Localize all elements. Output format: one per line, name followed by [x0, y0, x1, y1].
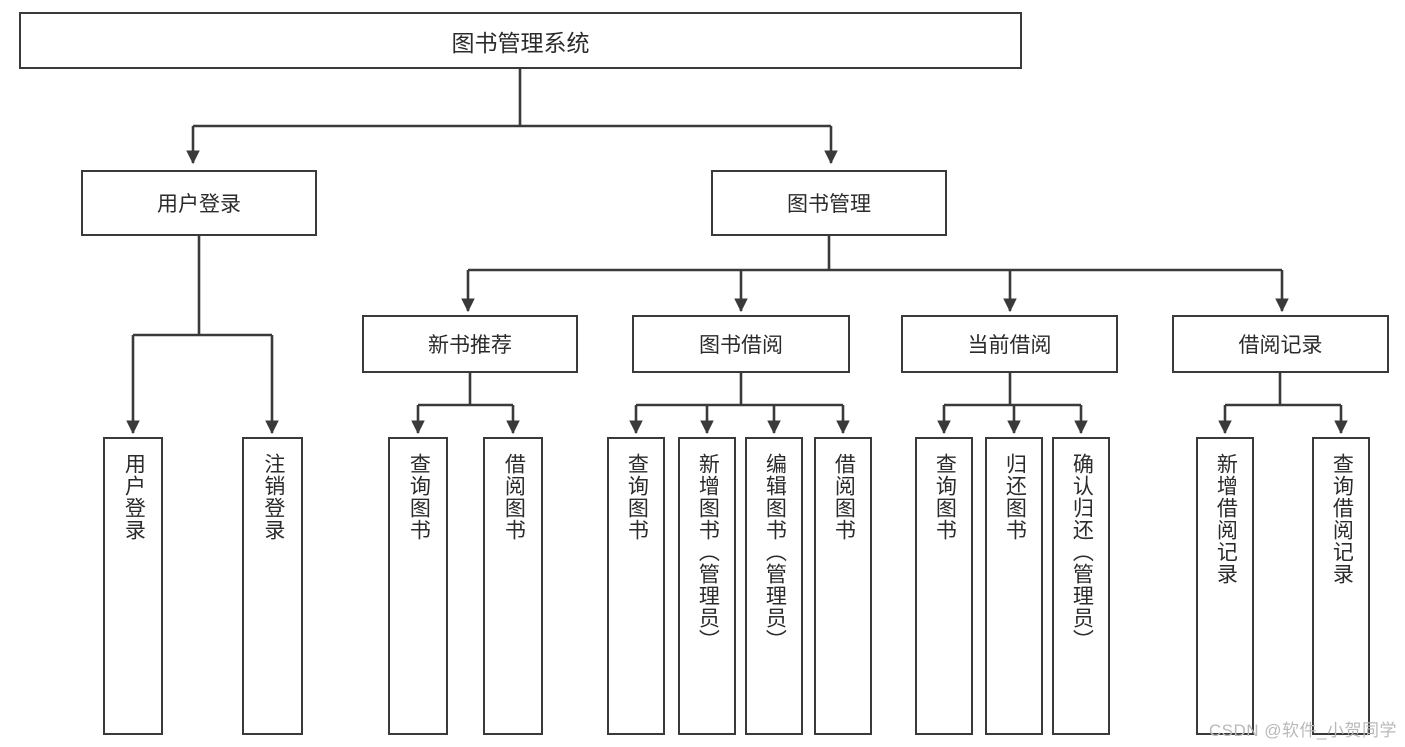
node-book-management-label: 图书管理 [787, 193, 871, 216]
leaf-add-book-label: 新增图书（管理员） [696, 453, 720, 651]
leaf-borrow-book-2[interactable]: 借阅图书 [814, 437, 872, 735]
leaf-user-login[interactable]: 用户登录 [103, 437, 163, 735]
leaf-edit-book-label: 编辑图书（管理员） [763, 453, 787, 651]
leaf-logout-login-label: 注销登录 [261, 453, 285, 541]
leaf-borrow-book-2-label: 借阅图书 [832, 453, 856, 541]
watermark: CSDN @软件_小贺同学 [1208, 721, 1397, 740]
node-current-borrow[interactable]: 当前借阅 [901, 315, 1118, 373]
node-current-borrow-label: 当前借阅 [967, 334, 1052, 357]
leaf-add-record[interactable]: 新增借阅记录 [1196, 437, 1254, 735]
leaf-return-book[interactable]: 归还图书 [985, 437, 1043, 735]
leaf-confirm-return-label: 确认归还（管理员） [1070, 453, 1094, 651]
leaf-add-book[interactable]: 新增图书（管理员） [678, 437, 736, 735]
leaf-add-record-label: 新增借阅记录 [1214, 453, 1238, 585]
node-root-label: 图书管理系统 [451, 29, 590, 56]
leaf-confirm-return[interactable]: 确认归还（管理员） [1052, 437, 1110, 735]
node-new-book-recommend[interactable]: 新书推荐 [362, 315, 578, 373]
leaf-query-record[interactable]: 查询借阅记录 [1312, 437, 1370, 735]
node-borrow-record-label: 借阅记录 [1238, 334, 1323, 357]
node-root[interactable]: 图书管理系统 [19, 12, 1022, 69]
node-book-management[interactable]: 图书管理 [711, 170, 947, 236]
node-new-book-recommend-label: 新书推荐 [428, 334, 512, 357]
leaf-query-book-3-label: 查询图书 [933, 453, 957, 541]
leaf-query-book-2-label: 查询图书 [625, 453, 649, 541]
leaf-query-book-1[interactable]: 查询图书 [388, 437, 448, 735]
leaf-query-record-label: 查询借阅记录 [1330, 453, 1354, 585]
leaf-return-book-label: 归还图书 [1003, 453, 1027, 541]
node-user-login-label: 用户登录 [157, 193, 241, 216]
leaf-edit-book[interactable]: 编辑图书（管理员） [745, 437, 803, 735]
leaf-user-login-label: 用户登录 [122, 453, 146, 541]
leaf-query-book-1-label: 查询图书 [407, 453, 431, 541]
node-book-borrow-label: 图书借阅 [699, 334, 783, 357]
leaf-borrow-book-1-label: 借阅图书 [502, 453, 526, 541]
node-user-login[interactable]: 用户登录 [81, 170, 317, 236]
leaf-logout-login[interactable]: 注销登录 [242, 437, 303, 735]
leaf-query-book-3[interactable]: 查询图书 [915, 437, 973, 735]
node-borrow-record[interactable]: 借阅记录 [1172, 315, 1389, 373]
node-book-borrow[interactable]: 图书借阅 [632, 315, 850, 373]
leaf-borrow-book-1[interactable]: 借阅图书 [483, 437, 543, 735]
leaf-query-book-2[interactable]: 查询图书 [607, 437, 665, 735]
